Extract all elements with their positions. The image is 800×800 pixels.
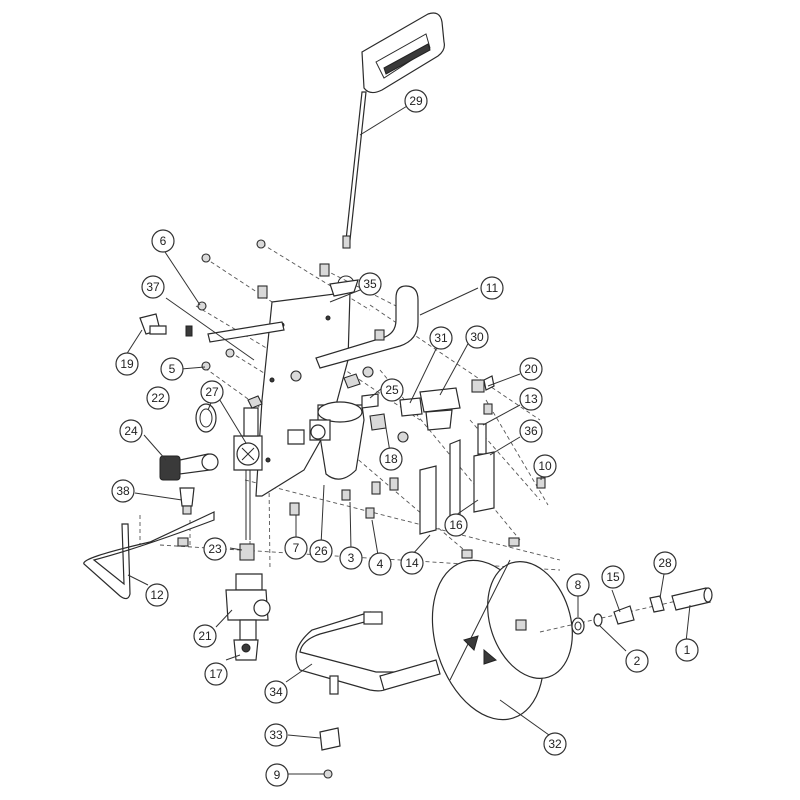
pump-assembly xyxy=(225,543,271,661)
svg-text:16: 16 xyxy=(449,518,463,532)
parts-drawing xyxy=(83,12,713,779)
callout-5: 5 xyxy=(160,357,184,381)
callout-27: 27 xyxy=(200,380,224,404)
callout-30: 30 xyxy=(465,325,489,349)
callout-37: 37 xyxy=(141,275,165,299)
callout-11: 11 xyxy=(480,276,504,300)
callout-25: 25 xyxy=(380,378,404,402)
callout-18: 18 xyxy=(379,447,403,471)
u-handle-tube-part xyxy=(315,285,419,369)
svg-text:31: 31 xyxy=(434,331,448,345)
valve-assembly-left xyxy=(159,395,263,540)
filter-housing-part xyxy=(287,401,365,480)
callout-19: 19 xyxy=(115,352,139,376)
svg-text:10: 10 xyxy=(538,459,552,473)
svg-text:18: 18 xyxy=(384,452,398,466)
svg-text:1: 1 xyxy=(684,643,691,657)
hose-reel-part xyxy=(431,559,573,721)
callouts: 29 6 37 35 11 19 5 31 30 25 20 13 22 27 … xyxy=(111,89,699,787)
svg-text:17: 17 xyxy=(209,667,223,681)
callout-21: 21 xyxy=(193,624,217,648)
callout-15: 15 xyxy=(601,565,625,589)
svg-text:30: 30 xyxy=(470,330,484,344)
callout-31: 31 xyxy=(429,326,453,350)
svg-text:25: 25 xyxy=(385,383,399,397)
svg-text:21: 21 xyxy=(198,629,212,643)
svg-text:34: 34 xyxy=(269,685,283,699)
svg-text:11: 11 xyxy=(486,281,499,295)
callout-7: 7 xyxy=(284,536,308,560)
leader-lines xyxy=(125,102,691,775)
svg-text:13: 13 xyxy=(524,392,538,406)
svg-text:8: 8 xyxy=(575,578,582,592)
svg-text:2: 2 xyxy=(634,654,641,668)
callout-23: 23 xyxy=(203,537,227,561)
svg-text:23: 23 xyxy=(208,542,222,556)
callout-32: 32 xyxy=(543,732,567,756)
callout-35: 35 xyxy=(358,272,382,296)
callout-8: 8 xyxy=(566,573,590,597)
callout-16: 16 xyxy=(444,513,468,537)
svg-text:28: 28 xyxy=(658,556,672,570)
svg-text:38: 38 xyxy=(116,484,130,498)
svg-text:24: 24 xyxy=(124,424,138,438)
svg-text:6: 6 xyxy=(160,234,167,248)
callout-36: 36 xyxy=(519,419,543,443)
elbow-fitting-part xyxy=(139,313,193,337)
callout-33: 33 xyxy=(264,723,288,747)
svg-text:7: 7 xyxy=(293,541,300,555)
tag-part xyxy=(319,727,341,751)
callout-14: 14 xyxy=(400,551,424,575)
callout-3: 3 xyxy=(339,546,363,570)
svg-text:26: 26 xyxy=(314,544,328,558)
handle-bar-part xyxy=(342,12,445,249)
reel-frame-part xyxy=(295,611,441,695)
svg-text:37: 37 xyxy=(146,280,160,294)
bracket-right-parts xyxy=(473,403,495,513)
hardware-fasteners xyxy=(177,239,546,779)
mounting-plate-part xyxy=(255,275,359,497)
svg-text:12: 12 xyxy=(150,588,164,602)
callout-6: 6 xyxy=(151,229,175,253)
callout-10: 10 xyxy=(533,454,557,478)
callout-13: 13 xyxy=(519,387,543,411)
svg-text:27: 27 xyxy=(205,385,219,399)
svg-text:19: 19 xyxy=(120,357,134,371)
callout-29: 29 xyxy=(404,89,428,113)
svg-text:9: 9 xyxy=(274,768,281,782)
svg-text:32: 32 xyxy=(548,737,562,751)
fittings-25-18 xyxy=(343,373,387,431)
svg-text:5: 5 xyxy=(169,362,176,376)
svg-text:3: 3 xyxy=(348,551,355,565)
callout-26: 26 xyxy=(309,539,333,563)
svg-text:15: 15 xyxy=(606,570,620,584)
svg-text:4: 4 xyxy=(377,557,384,571)
callout-12: 12 xyxy=(145,583,169,607)
frame-leg-part xyxy=(83,511,215,600)
svg-text:29: 29 xyxy=(409,94,423,108)
svg-text:35: 35 xyxy=(363,277,377,291)
callout-24: 24 xyxy=(119,419,143,443)
svg-text:22: 22 xyxy=(151,391,165,405)
callout-2: 2 xyxy=(625,649,649,673)
callout-17: 17 xyxy=(204,662,228,686)
svg-text:33: 33 xyxy=(269,728,283,742)
svg-text:36: 36 xyxy=(524,424,538,438)
callout-38: 38 xyxy=(111,479,135,503)
filter-30-part xyxy=(399,375,495,431)
callout-20: 20 xyxy=(519,357,543,381)
callout-22: 22 xyxy=(146,386,170,410)
callout-1: 1 xyxy=(675,638,699,662)
svg-text:14: 14 xyxy=(405,556,419,570)
callout-4: 4 xyxy=(368,552,392,576)
callout-28: 28 xyxy=(653,551,677,575)
svg-text:20: 20 xyxy=(524,362,538,376)
tube-part-37 xyxy=(207,321,285,343)
callout-9: 9 xyxy=(265,763,289,787)
callout-34: 34 xyxy=(264,680,288,704)
